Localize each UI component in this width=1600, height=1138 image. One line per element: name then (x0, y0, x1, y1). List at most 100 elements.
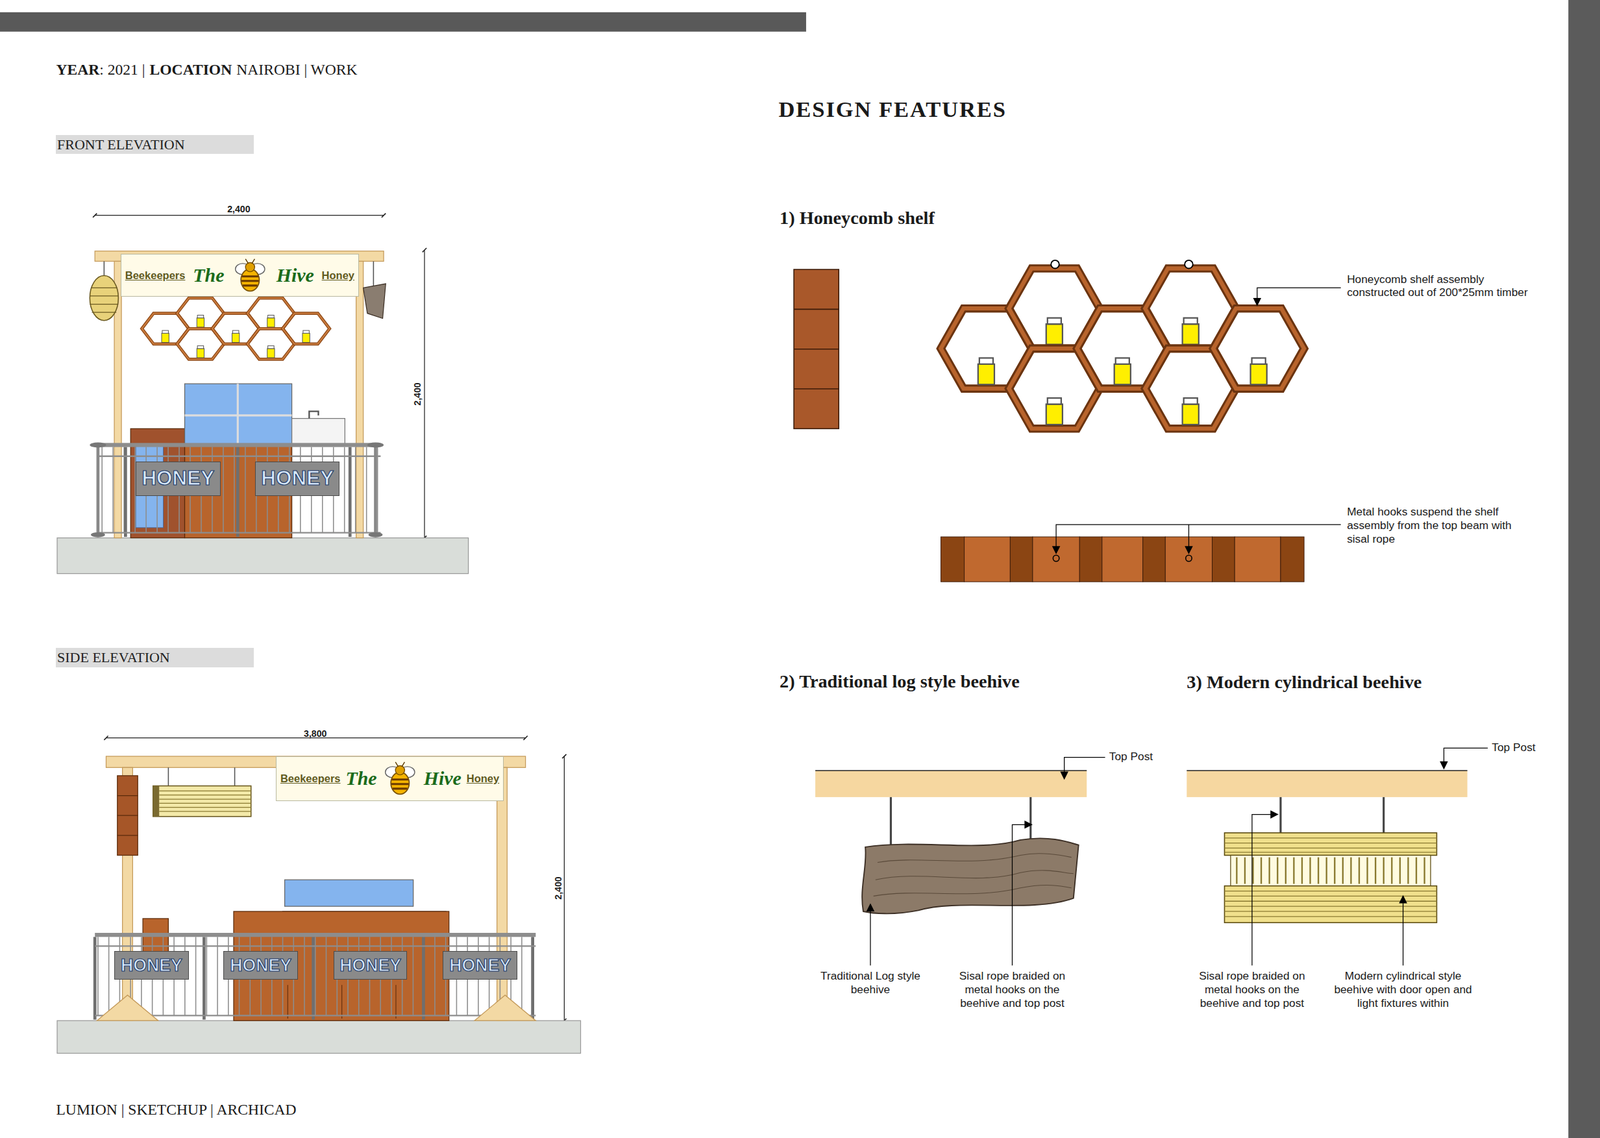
skep-lines (89, 287, 119, 313)
leader-line (869, 910, 871, 966)
shelf-side (117, 775, 138, 856)
baluster (101, 447, 103, 533)
baluster (112, 447, 114, 533)
dimension-line (423, 249, 425, 538)
top-post-edge (1186, 769, 1467, 772)
slat (1326, 857, 1328, 885)
heading-text: SIDE ELEVATION (57, 649, 171, 666)
sign-small-text: Honey (466, 772, 500, 785)
jar-lid (303, 330, 310, 333)
hive-band (1224, 832, 1437, 856)
honey-plate: HONEY (114, 950, 189, 980)
leader-line (1252, 814, 1272, 966)
honey-jar (1250, 364, 1268, 385)
rail (94, 945, 536, 947)
slat (1415, 857, 1417, 885)
baluster (303, 936, 306, 1016)
jar-lid (1252, 357, 1266, 364)
honey-plate: HONEY (255, 461, 340, 496)
leader-line (1257, 287, 1342, 299)
feature-heading: 3) Modern cylindrical beehive (1186, 671, 1422, 694)
ground (57, 1020, 581, 1053)
dimension: 2,400 (552, 876, 564, 899)
plate-text: HONEY (229, 955, 292, 976)
jar-lid (979, 357, 994, 364)
callout-text: Traditional Log style beehive (814, 969, 927, 997)
baluster (206, 936, 208, 1016)
plan-dark (1009, 536, 1033, 582)
slat (1309, 857, 1311, 885)
baluster (325, 936, 328, 1016)
rope (1279, 797, 1282, 833)
post (497, 767, 508, 1021)
top-bar (0, 12, 807, 32)
trestle (96, 995, 158, 1021)
rail-post (530, 936, 535, 1020)
feature-heading: 2) Traditional log style beehive (779, 670, 1020, 693)
plan-light (1234, 536, 1281, 582)
plate-text: HONEY (449, 955, 511, 976)
baluster (97, 936, 99, 1016)
sign-board: BeekeepersTheHiveHoney (275, 756, 505, 801)
jar-lid (1047, 397, 1062, 404)
top-post (815, 770, 1087, 798)
hive-door (1230, 855, 1431, 887)
rope (1382, 797, 1385, 833)
wood-grain (873, 853, 1074, 897)
arrowhead (1252, 297, 1262, 307)
rope (889, 797, 892, 848)
dimension: 3,800 (303, 728, 327, 740)
leader-line (1056, 524, 1342, 548)
baluster (244, 447, 247, 533)
stool-seat (89, 442, 106, 448)
slat (1235, 857, 1238, 885)
hex-frame-inner (1213, 308, 1305, 389)
shelf-side-view (793, 269, 839, 429)
display-mullion (184, 414, 293, 417)
log-beehive (363, 283, 387, 319)
slat (1390, 857, 1393, 885)
stool-base (368, 532, 383, 538)
slat (1333, 857, 1336, 885)
ground (57, 538, 469, 574)
jar-lid (1183, 318, 1198, 324)
honey-jar (196, 318, 204, 328)
header-text: YEAR (55, 61, 100, 78)
baluster (314, 936, 317, 1016)
rail-post (123, 447, 128, 537)
arrowhead (1439, 761, 1449, 770)
slat (1423, 857, 1425, 885)
arrowhead (1184, 545, 1194, 555)
slat (1276, 857, 1279, 885)
plate-text: HONEY (141, 466, 215, 491)
plan-light (1102, 536, 1144, 582)
slat (1342, 857, 1344, 885)
dimension-line (564, 756, 565, 1021)
rail-post (421, 936, 426, 1020)
post (356, 260, 364, 538)
jar-lid (268, 314, 275, 318)
jar-lid (232, 330, 239, 333)
rope (168, 767, 170, 786)
rope (103, 260, 106, 276)
rail-post (348, 447, 352, 537)
plan-dark (1079, 536, 1103, 582)
baluster (434, 936, 436, 1016)
sink-counter (292, 418, 346, 446)
callout-text: Sisal rope braided on metal hooks on the… (1185, 969, 1319, 1010)
slat (1244, 857, 1246, 885)
honeycomb-shelf (940, 268, 1305, 429)
slat (1366, 857, 1368, 885)
leader-line (1188, 524, 1190, 548)
slat (1301, 857, 1303, 885)
hex-frame (282, 313, 330, 345)
log-beehive-detail (815, 757, 1105, 966)
beehive-cap (153, 786, 160, 817)
sign-small-text: Beekeepers (280, 772, 341, 785)
honey-jar (161, 332, 169, 343)
hex-frame (1213, 308, 1305, 389)
honey-plate: HONEY (223, 950, 298, 980)
cylinder-beehive-detail (1186, 747, 1488, 966)
baluster (412, 936, 415, 1016)
